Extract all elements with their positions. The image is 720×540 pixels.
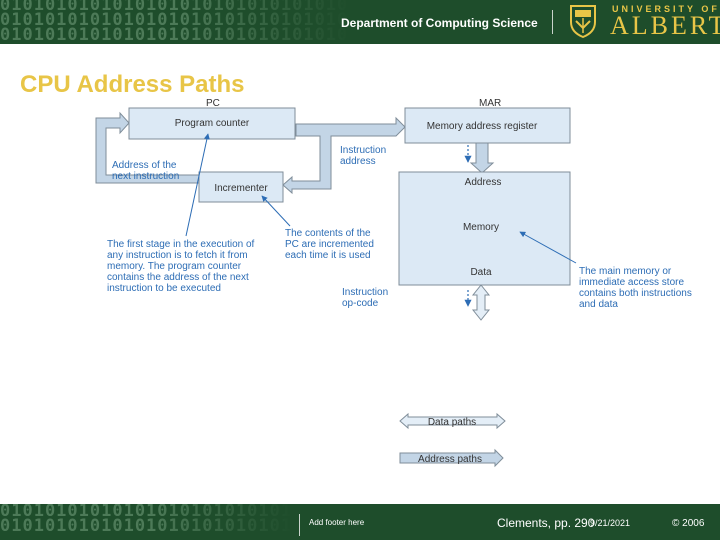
mar-box <box>404 107 571 144</box>
pointer-pc-incremented <box>261 195 291 227</box>
footer-bar: 0101010101010101010101010101010101010101… <box>0 504 720 540</box>
note-line: any instruction is to fetch it from <box>107 250 248 261</box>
incrementer-box <box>198 171 284 203</box>
note-line: each time it is used <box>285 250 371 261</box>
footer-date: 9/21/2021 <box>590 518 631 528</box>
note-line: contains the address of the next <box>107 272 249 283</box>
slide-title: CPU Address Paths <box>20 71 245 98</box>
university-crest-icon <box>570 5 596 38</box>
instruction-opcode-label-line: Instruction <box>342 287 388 298</box>
address-path-pc-loop <box>95 111 200 184</box>
note-line: contains both instructions <box>579 288 692 299</box>
memory-box <box>398 171 571 286</box>
footer-fade <box>150 504 720 540</box>
footer-copyright: © 2006 <box>672 518 705 529</box>
mar-register-label: Memory address register <box>427 121 538 132</box>
address-path-incrementer-loop <box>282 116 406 195</box>
pointer-main-memory <box>519 231 577 264</box>
address-of-next-label-line: next instruction <box>112 171 179 182</box>
note-line: immediate access store <box>579 277 684 288</box>
instruction-address-label-line: Instruction <box>340 145 386 156</box>
department-name: Department of Computing Science <box>341 16 538 30</box>
note-line: memory. The program counter <box>107 261 242 272</box>
address-paths <box>95 111 504 468</box>
data-path-memory-opcode <box>471 284 491 321</box>
note-line: The main memory or <box>579 266 672 277</box>
note-first-stage: The first stage in the execution of any … <box>107 239 255 294</box>
note-line: The contents of the <box>285 228 371 239</box>
logo-university-of: UNIVERSITY OF <box>612 4 720 14</box>
instruction-address-label-line: address <box>340 156 376 167</box>
header-divider <box>552 10 553 34</box>
address-of-next-label-line: Address of the <box>112 160 177 171</box>
data-paths <box>399 284 506 430</box>
footer-text: Add footer here <box>309 518 365 527</box>
data-path-legend-arrow <box>399 412 506 430</box>
note-line: The first stage in the execution of <box>107 239 255 250</box>
incrementer-label: Incrementer <box>214 183 268 194</box>
memory-address-label: Address <box>465 177 502 188</box>
instruction-opcode-label-line: op-code <box>342 298 379 309</box>
note-line: instruction to be executed <box>107 283 221 294</box>
address-path-mar-to-memory <box>469 142 495 174</box>
address-path-legend-arrow <box>399 448 504 468</box>
pc-label: PC <box>206 98 220 109</box>
program-counter-box <box>128 107 296 140</box>
memory-data-label: Data <box>470 267 492 278</box>
footer-divider <box>299 514 300 536</box>
mar-label: MAR <box>479 98 501 109</box>
header-fade <box>180 0 560 44</box>
logo-alberta: ALBERTA <box>610 11 720 40</box>
footer-citation: Clements, pp. 290 <box>497 516 595 530</box>
note-pc-incremented: The contents of the PC are incremented e… <box>285 228 374 261</box>
note-line: PC are incremented <box>285 239 374 250</box>
program-counter-label: Program counter <box>175 118 250 129</box>
legend-data-paths-label: Data paths <box>428 417 476 428</box>
legend-address-paths-label: Address paths <box>418 454 482 465</box>
note-line: and data <box>579 299 618 310</box>
memory-label: Memory <box>463 222 499 233</box>
pointer-first-stage <box>185 133 210 237</box>
note-main-memory: The main memory or immediate access stor… <box>579 266 692 310</box>
